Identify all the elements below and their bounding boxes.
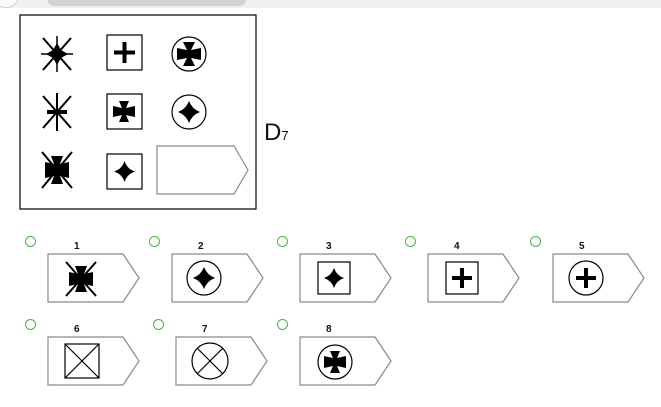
plus-icon [445,261,479,295]
option-number: 2 [198,241,204,252]
x-icon [191,342,229,380]
answer-option-8[interactable]: 8 [277,319,402,401]
puzzle-id: D7 [264,119,289,146]
x-icon [64,343,100,379]
option-radio[interactable] [277,236,288,247]
option-number: 4 [454,241,460,252]
plus-icon [568,260,604,296]
option-radio[interactable] [530,236,541,247]
option-number: 6 [74,324,80,335]
option-radio[interactable] [149,236,160,247]
toolbar-tab[interactable] [48,0,246,6]
option-tag [552,253,645,303]
option-number: 3 [326,241,332,252]
option-tag [47,336,140,386]
plus-icon [106,34,143,71]
option-tag [47,253,140,303]
option-tag [175,336,268,386]
option-number: 7 [202,324,208,335]
four-point-star-icon [171,94,207,130]
option-tag [299,336,392,386]
asterisk-burst-icon [42,93,72,131]
option-number: 1 [74,241,80,252]
maltese-cross-icon [171,36,207,72]
option-radio[interactable] [153,319,164,330]
option-tag [299,253,392,303]
cross-burst-icon [65,261,97,297]
option-radio[interactable] [25,319,36,330]
option-number: 8 [326,324,332,335]
four-point-star-icon [106,153,143,190]
four-point-star-icon [186,260,222,296]
four-point-star-icon [317,261,351,295]
option-radio[interactable] [277,319,288,330]
answer-option-5[interactable]: 5 [530,236,655,318]
maltese-cross-icon [317,344,353,380]
answer-option-3[interactable]: 3 [277,236,402,318]
maltese-cross-icon [106,93,143,130]
puzzle-matrix [19,14,257,210]
top-toolbar [0,0,661,8]
option-tag [171,253,264,303]
option-tag [427,253,520,303]
answer-slot [156,145,249,195]
option-number: 5 [579,241,585,252]
answer-option-2[interactable]: 2 [149,236,274,318]
option-radio[interactable] [405,236,416,247]
answer-option-1[interactable]: 1 [25,236,150,318]
option-radio[interactable] [25,236,36,247]
cross-burst-icon [41,151,73,189]
starburst-icon [41,36,73,72]
answer-option-7[interactable]: 7 [153,319,278,401]
answer-option-4[interactable]: 4 [405,236,530,318]
answer-option-6[interactable]: 6 [25,319,150,401]
